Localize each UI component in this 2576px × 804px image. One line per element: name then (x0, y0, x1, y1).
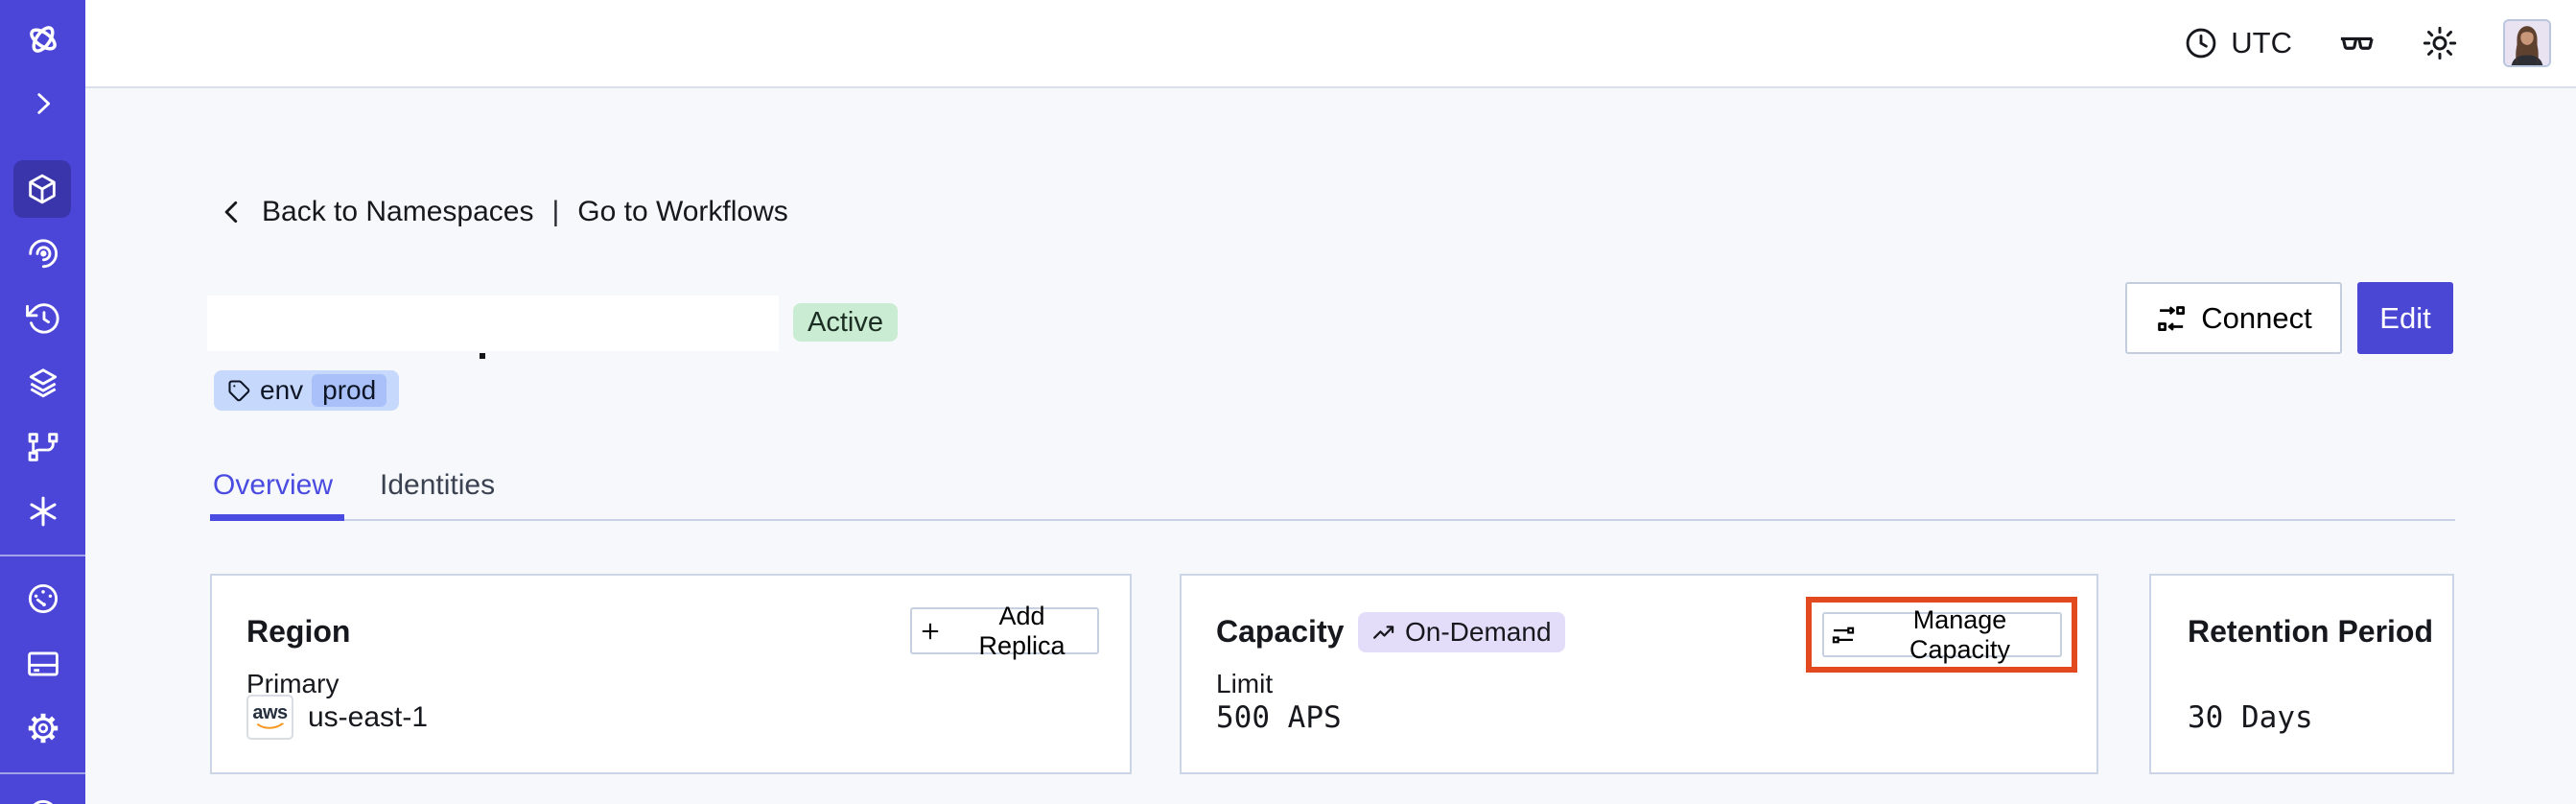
limit-label: Limit (1216, 669, 1274, 698)
tag-key-label: env (260, 375, 304, 405)
retention-value: 30 Days (2188, 700, 2313, 735)
plus-icon (918, 619, 943, 644)
theme-toggle-button[interactable] (2421, 24, 2459, 62)
stack-layers-icon (25, 365, 61, 401)
avatar-portrait (2505, 21, 2549, 65)
title-descender-dot (480, 353, 485, 359)
tag-icon (226, 378, 251, 403)
capacity-card: Capacity On-Demand Manage Capacity (1180, 574, 2098, 774)
asterisk-icon (25, 493, 61, 530)
back-to-namespaces-link[interactable]: Back to Namespaces (262, 196, 534, 227)
namespace-title-redacted (207, 296, 779, 351)
breadcrumb-separator: | (551, 196, 560, 227)
aws-smile-swoosh (256, 721, 284, 729)
namespace-tag-chip: env prod (214, 370, 400, 411)
insights-swirl-icon (25, 235, 61, 272)
labs-toggle-button[interactable] (2336, 23, 2377, 63)
sidebar-item-schedules[interactable] (0, 290, 85, 347)
clock-icon (2183, 25, 2219, 61)
namespaces-cube-icon (24, 171, 60, 207)
temporal-logo-icon (23, 19, 63, 59)
sidebar-divider (0, 555, 85, 556)
tabs-divider-line (210, 519, 2455, 521)
sidebar-item-stack[interactable] (0, 354, 85, 412)
sidebar-divider (0, 772, 85, 774)
sidebar-item-deployments[interactable] (0, 418, 85, 476)
ondemand-badge: On-Demand (1358, 612, 1565, 652)
sidebar-item-insights[interactable] (0, 225, 85, 282)
tab-identities[interactable]: Identities (380, 469, 496, 501)
tag-value-label: prod (312, 374, 387, 407)
manage-capacity-label: Manage Capacity (1909, 604, 2011, 664)
partial-bottom-icon (25, 786, 61, 804)
aws-logo-text: aws (252, 701, 288, 723)
sidebar (0, 0, 85, 804)
active-tab-underline (210, 514, 344, 521)
region-card: Region Add Replica Primary aws us-east-1 (210, 574, 1132, 774)
schedules-history-icon (25, 300, 61, 337)
timezone-selector[interactable]: UTC (2183, 25, 2292, 61)
glasses-icon (2336, 23, 2377, 63)
edit-button-label: Edit (2379, 300, 2431, 335)
topbar: UTC (85, 0, 2576, 88)
retention-card: Retention Period 30 Days (2149, 574, 2454, 774)
retention-card-title: Retention Period (2188, 614, 2434, 649)
chevron-left-icon (217, 197, 247, 227)
timezone-label: UTC (2231, 26, 2292, 59)
sidebar-item-nexus[interactable] (0, 483, 85, 540)
sidebar-item-support[interactable] (0, 785, 85, 804)
sliders-icon (1830, 622, 1857, 649)
sidebar-item-billing[interactable] (0, 635, 85, 693)
go-to-workflows-link[interactable]: Go to Workflows (577, 196, 788, 227)
capacity-limit-value: 500 APS (1216, 700, 1342, 735)
connect-flow-icon (2155, 302, 2188, 335)
sidebar-item-namespaces[interactable] (13, 160, 71, 218)
aws-provider-icon: aws (246, 695, 293, 740)
sidebar-item-usage[interactable] (0, 570, 85, 627)
usage-gauge-icon (25, 580, 61, 617)
sidebar-item-settings[interactable] (0, 699, 85, 757)
chevron-right-icon (27, 87, 59, 120)
add-replica-label: Add Replica (978, 601, 1066, 660)
tab-overview[interactable]: Overview (213, 469, 334, 501)
connect-button[interactable]: Connect (2125, 282, 2342, 354)
trending-up-icon (1371, 620, 1397, 646)
sidebar-expand-button[interactable] (0, 75, 85, 132)
region-card-title: Region (246, 614, 351, 649)
edit-button[interactable]: Edit (2357, 282, 2453, 354)
manage-capacity-button[interactable]: Manage Capacity (1821, 605, 2062, 664)
sun-icon (2421, 24, 2459, 62)
region-value: us-east-1 (308, 700, 429, 733)
ondemand-badge-label: On-Demand (1405, 617, 1552, 647)
primary-region-row: aws us-east-1 (246, 695, 428, 740)
add-replica-button[interactable]: Add Replica (910, 602, 1099, 660)
settings-gear-icon (25, 710, 61, 746)
primary-label: Primary (246, 669, 340, 698)
deployments-branch-icon (25, 429, 61, 465)
status-badge: Active (793, 303, 898, 342)
breadcrumb: Back to Namespaces | Go to Workflows (217, 196, 788, 228)
temporal-logo[interactable] (0, 11, 85, 68)
annotation-highlight-box: Manage Capacity (1806, 597, 2077, 673)
capacity-card-title: Capacity (1216, 614, 1345, 649)
connect-button-label: Connect (2201, 300, 2312, 335)
billing-card-icon (25, 646, 61, 682)
user-avatar[interactable] (2503, 19, 2551, 67)
